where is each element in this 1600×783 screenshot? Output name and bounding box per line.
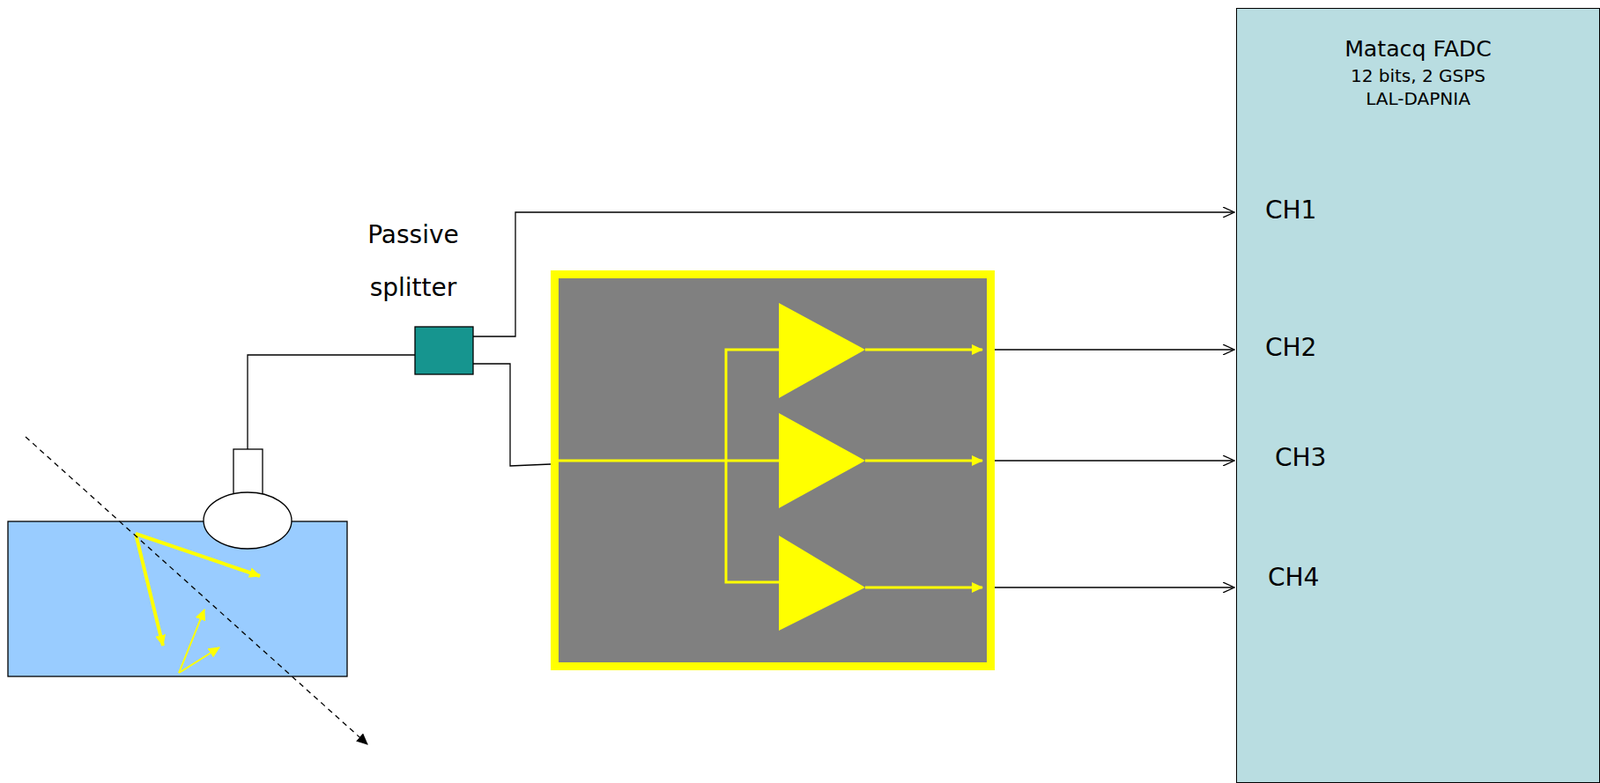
splitter-label: Passive splitter xyxy=(351,208,475,315)
scintillator-block xyxy=(7,521,348,677)
pmt-neck xyxy=(233,449,263,497)
pmt-bulb xyxy=(203,492,292,549)
channel-label: CH3 xyxy=(1274,443,1326,473)
device-title: Matacq FADC xyxy=(1237,37,1600,63)
amplifier-wiring xyxy=(558,349,983,588)
pmt-cable xyxy=(247,355,415,450)
channel-label: CH4 xyxy=(1267,562,1319,593)
photon-paths xyxy=(135,533,260,674)
amplifier-box xyxy=(555,274,992,667)
channel-label: CH1 xyxy=(1265,195,1317,225)
device-specs: 12 bits, 2 GSPS LAL-DAPNIA xyxy=(1334,64,1503,111)
passive-splitter xyxy=(414,326,474,375)
amp-input-cable xyxy=(473,363,551,467)
fadc-box: Matacq FADC12 bits, 2 GSPS LAL-DAPNIA xyxy=(1236,7,1600,783)
particle-track xyxy=(25,437,368,745)
channel-label: CH2 xyxy=(1265,333,1317,363)
amplifier-symbols xyxy=(778,303,866,631)
output-cables xyxy=(994,349,1235,588)
